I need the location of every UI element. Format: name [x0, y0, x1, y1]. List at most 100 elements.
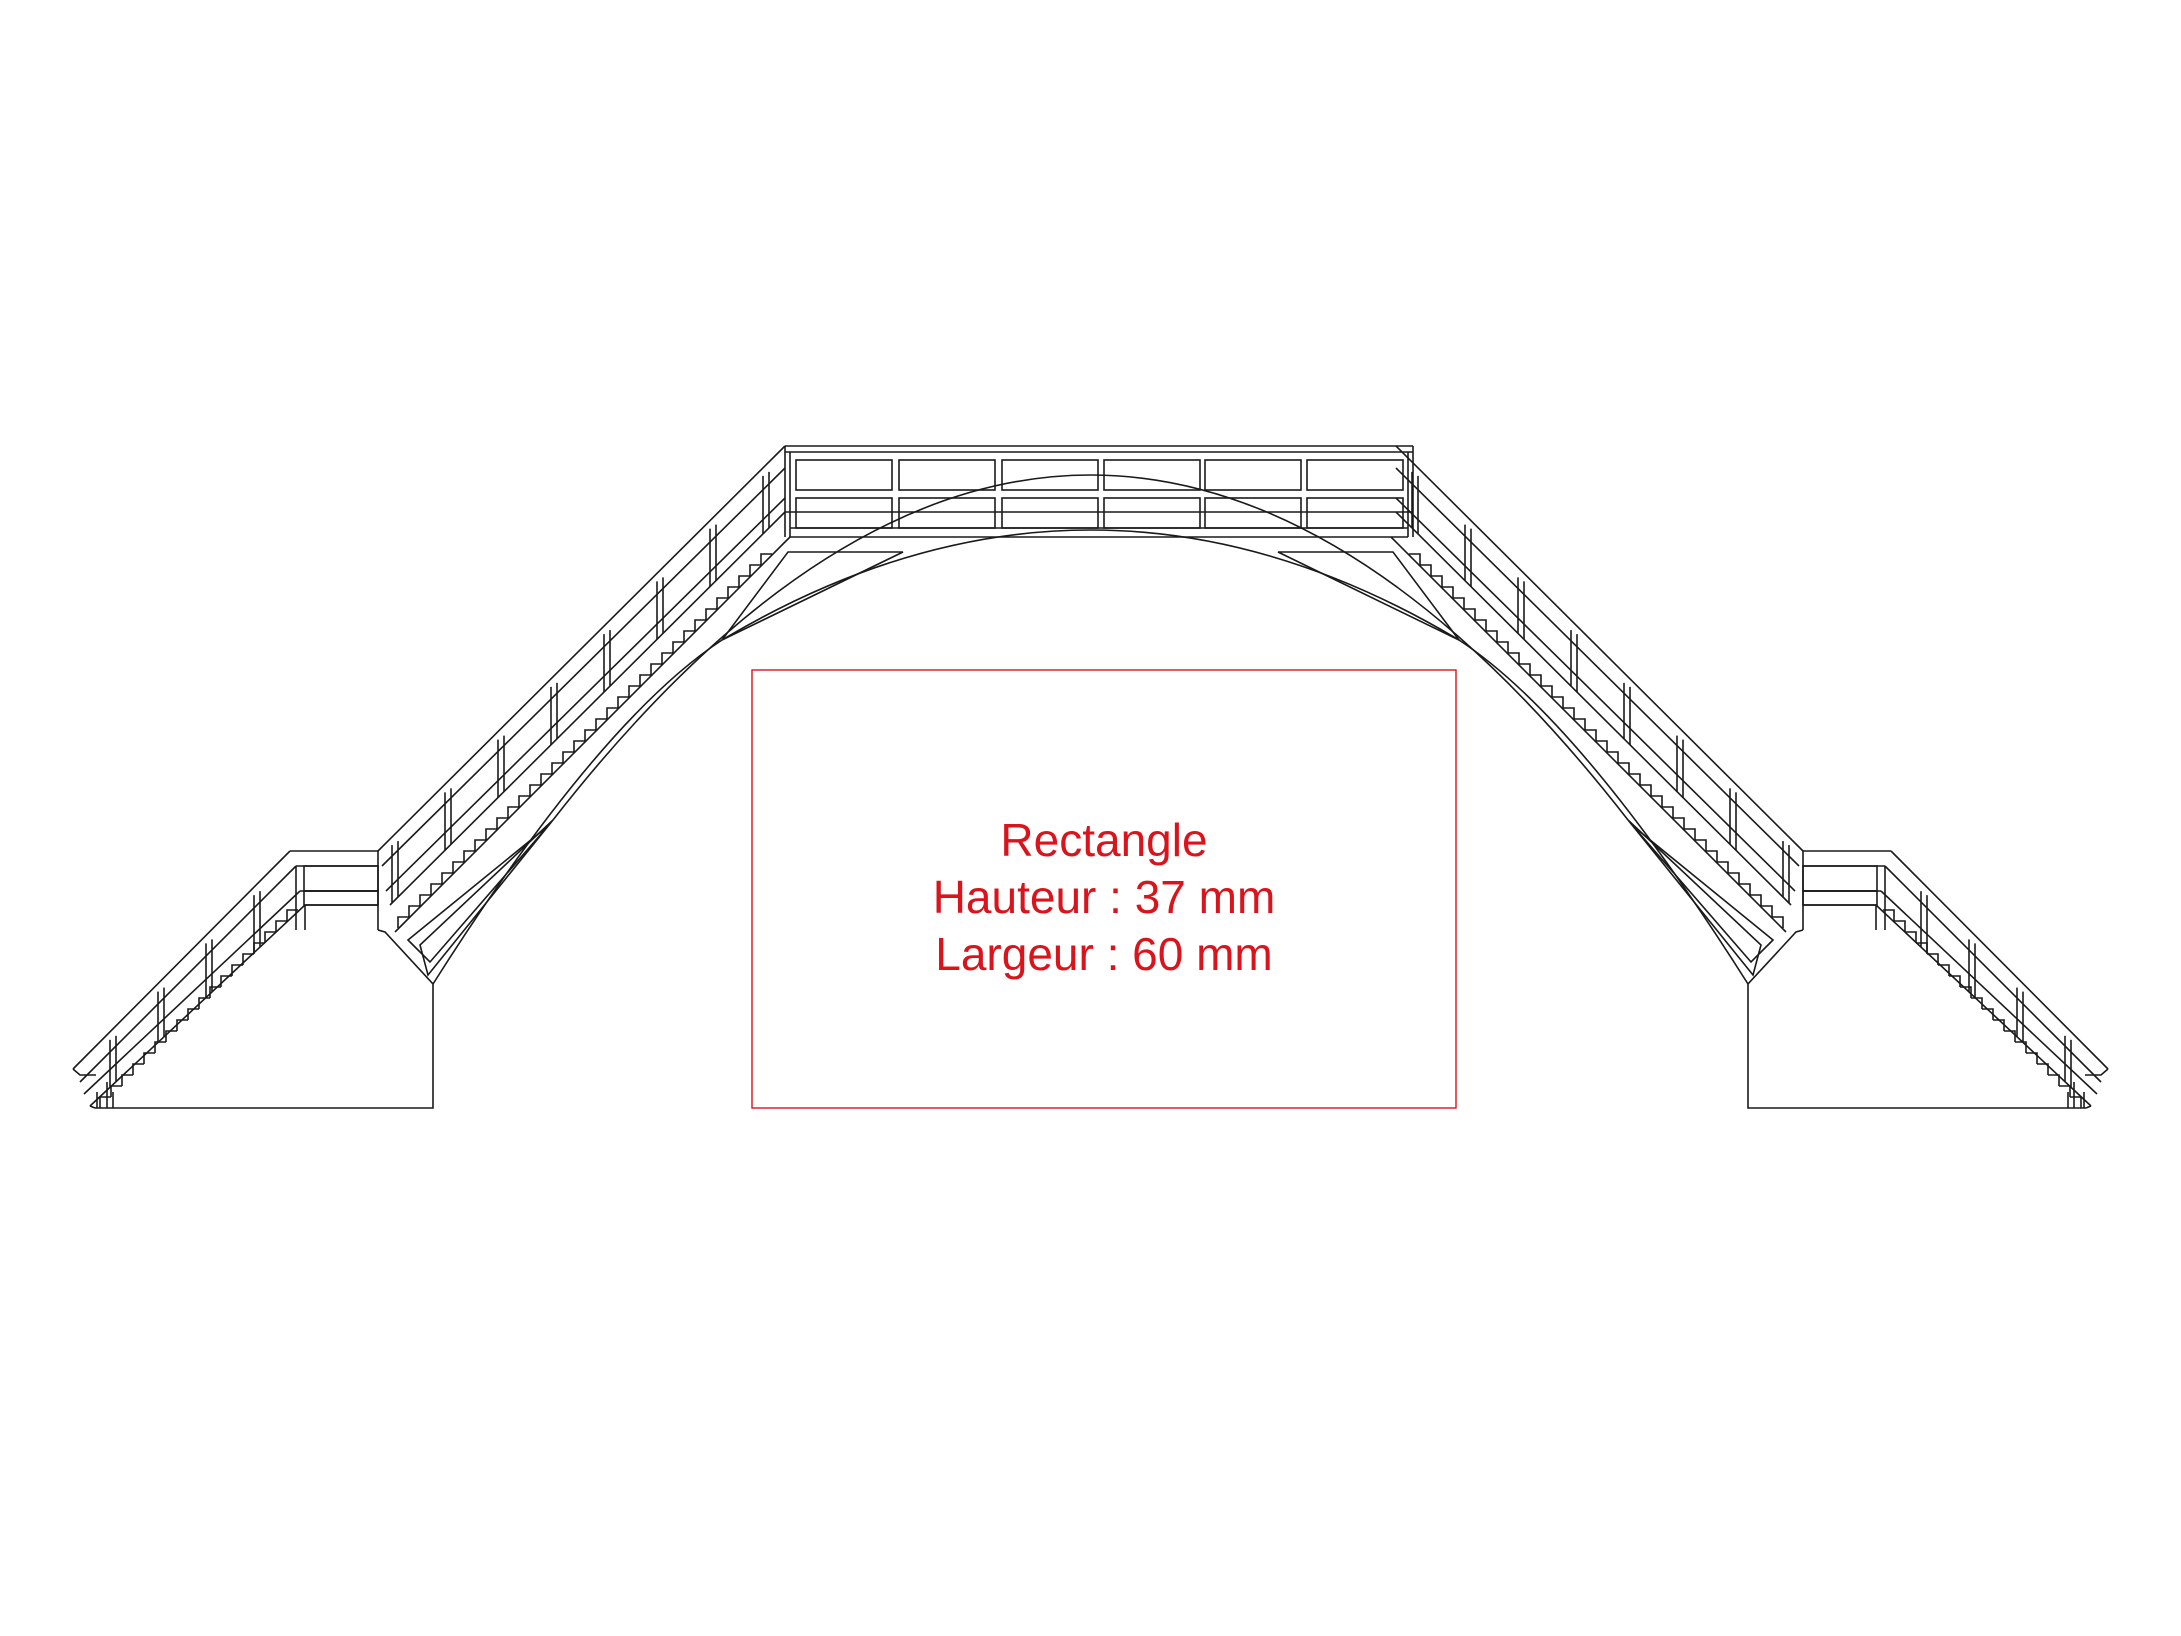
left-ramp-step-22: [639, 674, 651, 686]
left-ramp-rail-1: [381, 467, 786, 867]
left-ramp-step-8: [485, 828, 497, 840]
main-arch-underside: [552, 474, 1629, 821]
left-lower-rail-3: [89, 904, 306, 1107]
left-arch-outer-lower: [432, 639, 723, 985]
right-lower-step-8: [1982, 1008, 1994, 1020]
left-ramp-rail-0: [377, 445, 786, 852]
right-ramp-step-20: [1552, 696, 1564, 708]
left-ramp-step-14: [551, 762, 563, 774]
left-ramp-step-27: [694, 619, 706, 631]
right-ramp-step-30: [1442, 586, 1454, 598]
left-ramp-step-2: [419, 894, 431, 906]
right-lower-step-2: [2048, 1074, 2060, 1086]
left-ramp-step-25: [672, 641, 684, 653]
right-ramp-step-29: [1453, 597, 1465, 609]
right-lower-rail-3: [1875, 904, 2092, 1107]
left-ramp-step-18: [595, 718, 607, 730]
right-landing-panel-a: [1802, 865, 1878, 892]
left-lower-step-9: [198, 997, 210, 1009]
right-lower-step-10: [1960, 986, 1972, 998]
left-ramp-step-20: [617, 696, 629, 708]
left-ramp-step-24: [661, 652, 673, 664]
right-lower-step-11: [1949, 975, 1961, 987]
right-lower-truss-inner: [1632, 825, 1775, 964]
left-lower-step-3: [132, 1063, 144, 1075]
right-lower-step-5: [2015, 1041, 2027, 1053]
left-lower-step-14: [253, 942, 265, 954]
right-ramp-step-24: [1508, 652, 1520, 664]
right-ramp-step-8: [1684, 828, 1696, 840]
deck-panel-bottom-5: [1306, 497, 1404, 529]
right-ramp-step-9: [1673, 817, 1685, 829]
deck-panel-top-5: [1306, 459, 1404, 491]
right-ramp-step-14: [1618, 762, 1630, 774]
left-lower-step-0: [99, 1096, 111, 1108]
deck-panel-top-0: [795, 459, 893, 491]
right-lower-step-17: [1883, 909, 1895, 921]
right-ramp-step-25: [1497, 641, 1509, 653]
right-lower-step-3: [2037, 1063, 2049, 1075]
right-ramp-step-13: [1629, 773, 1641, 785]
right-pier: [1747, 929, 2086, 1109]
left-pier: [95, 929, 434, 1109]
right-ramp-step-10: [1662, 806, 1674, 818]
left-ramp-rail-2: [385, 497, 786, 892]
right-ramp-rail-2: [1395, 497, 1796, 892]
left-lower-step-4: [143, 1052, 155, 1064]
right-ramp-step-7: [1695, 839, 1707, 851]
left-lower-step-16: [275, 920, 287, 932]
right-lower-rail-0: [1890, 850, 2109, 1070]
left-ramp-rail-3: [389, 511, 786, 906]
right-ramp-step-18: [1574, 718, 1586, 730]
right-ramp-step-26: [1486, 630, 1498, 642]
right-ramp-step-21: [1541, 685, 1553, 697]
right-ramp-step-28: [1464, 608, 1476, 620]
annotation-label: Rectangle Hauteur : 37 mm Largeur : 60 m…: [752, 812, 1456, 983]
left-pier-base-join: [89, 1105, 96, 1109]
right-ramp-rail-1: [1395, 467, 1800, 867]
right-arch-outer-lower: [1458, 639, 1749, 985]
left-lower-step-2: [121, 1074, 133, 1086]
right-lower-step-7: [1993, 1019, 2005, 1031]
deck-panel-top-1: [898, 459, 996, 491]
deck-panel-top-4: [1204, 459, 1302, 491]
right-ramp-step-23: [1519, 663, 1531, 675]
right-ramp-step-33: [1409, 553, 1421, 565]
right-landing-panel-b: [1802, 890, 1878, 906]
left-landing-panel-b: [303, 890, 379, 906]
deck-panel-bottom-2: [1001, 497, 1099, 529]
deck-panel-bottom-0: [795, 497, 893, 529]
annotation-width: Largeur : 60 mm: [935, 928, 1273, 980]
right-lower-step-12: [1938, 964, 1950, 976]
left-ramp-step-12: [529, 784, 541, 796]
left-lower-step-1: [110, 1085, 122, 1097]
deck-panel-bottom-3: [1103, 497, 1201, 529]
left-ramp-step-30: [727, 586, 739, 598]
left-ramp-step-19: [606, 707, 618, 719]
left-lower-rail-2: [83, 890, 301, 1095]
left-lower-rail-0: [72, 850, 291, 1070]
right-ramp-step-17: [1585, 729, 1597, 741]
left-ramp-step-15: [562, 751, 574, 763]
right-ramp-step-2: [1750, 894, 1762, 906]
left-upper-truss: [721, 551, 904, 641]
right-pier-base-join: [2085, 1105, 2092, 1109]
right-ramp-step-19: [1563, 707, 1575, 719]
annotation-height: Hauteur : 37 mm: [932, 871, 1276, 923]
right-lower-rail-1: [1884, 865, 2102, 1083]
right-upper-truss: [1277, 551, 1460, 641]
right-ramp-step-27: [1475, 619, 1487, 631]
right-ramp-step-12: [1640, 784, 1652, 796]
left-ramp-step-10: [507, 806, 519, 818]
left-ramp-step-1: [408, 905, 420, 917]
left-ramp-step-32: [749, 564, 761, 576]
deck-panel-bottom-4: [1204, 497, 1302, 529]
left-ramp-step-28: [705, 608, 717, 620]
right-ramp-step-0: [1772, 916, 1784, 928]
left-lower-rail-cap: [72, 1068, 96, 1076]
right-lower-step-4: [2026, 1052, 2038, 1064]
left-ramp-step-33: [760, 553, 772, 565]
left-ramp-step-29: [716, 597, 728, 609]
left-ramp-step-26: [683, 630, 695, 642]
